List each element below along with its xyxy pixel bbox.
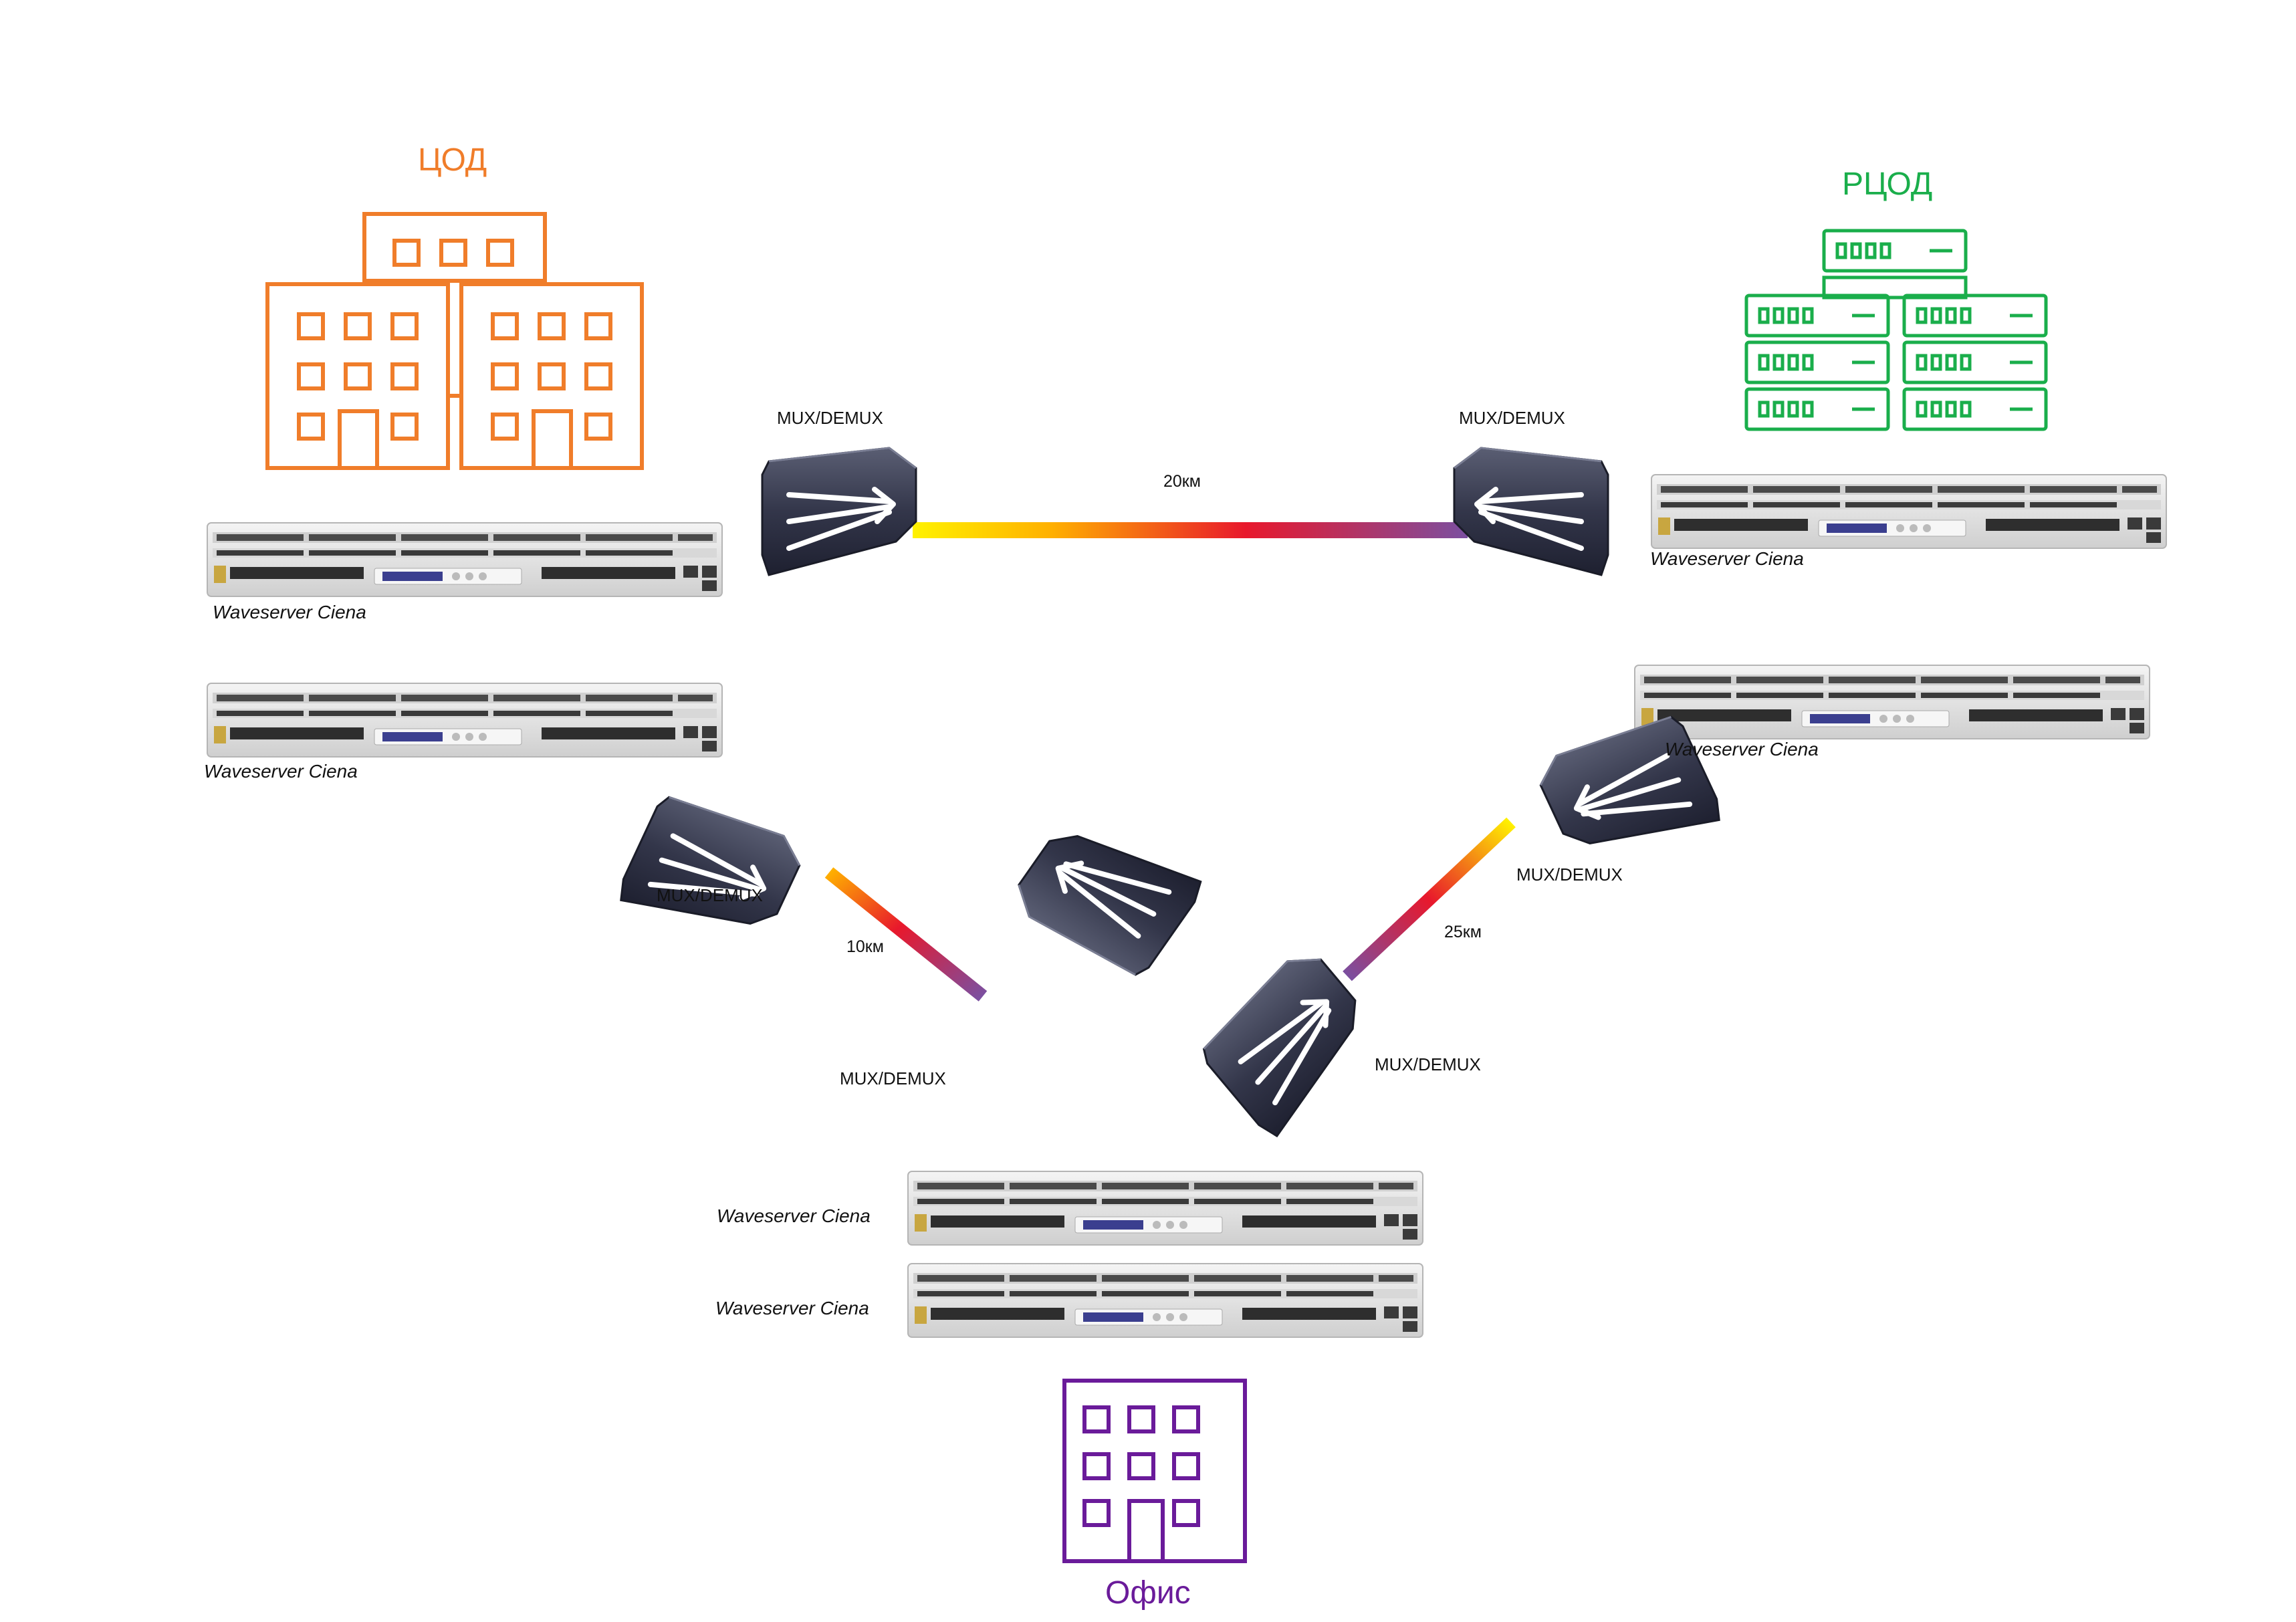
fiber-link-cod-rcod (913, 522, 1468, 538)
waveserver-cod-top (207, 522, 723, 597)
distance-label-cod-rcod: 20км (1163, 472, 1201, 491)
site-title-office: Офис (1105, 1575, 1191, 1611)
device-label-office-top: Waveserver Ciena (717, 1205, 871, 1226)
waveserver-cod-bottom (207, 683, 723, 758)
mux-mid-left (615, 782, 808, 962)
mux-label-mid-right: MUX/DEMUX (1516, 864, 1623, 885)
site-title-rcod: РЦОД (1842, 166, 1933, 202)
mux-bottom-left (1008, 797, 1206, 990)
device-label-rcod-bottom: Waveserver Ciena (1665, 739, 1819, 760)
device-label-office-bottom: Waveserver Ciena (715, 1298, 869, 1318)
device-label-cod-bottom: Waveserver Ciena (204, 761, 358, 782)
mux-label-mid-left: MUX/DEMUX (657, 885, 763, 905)
mux-label-bottom-left: MUX/DEMUX (840, 1068, 946, 1088)
mux-label-top-left: MUX/DEMUX (777, 408, 883, 428)
waveserver-office-top (907, 1171, 1423, 1246)
site-title-cod: ЦОД (418, 142, 487, 178)
waveserver-office-bottom (907, 1263, 1423, 1338)
mux-label-top-right: MUX/DEMUX (1459, 408, 1565, 428)
device-label-cod-top: Waveserver Ciena (213, 602, 366, 622)
mux-top-left (762, 448, 916, 575)
distance-label-cod-office: 10км (846, 937, 884, 956)
mux-label-bottom-right: MUX/DEMUX (1375, 1054, 1481, 1074)
waveserver-rcod-bottom (1634, 665, 2150, 739)
waveserver-rcod-top (1651, 474, 2167, 549)
distance-label-rcod-office: 25км (1444, 923, 1482, 941)
cod-building-icon (265, 212, 644, 470)
fiber-link-rcod-office (1343, 817, 1516, 981)
fiber-link-cod-office (824, 867, 988, 1002)
mux-top-right (1454, 448, 1608, 575)
rcod-servers-icon (1746, 231, 2046, 429)
office-building-icon (1064, 1381, 1245, 1561)
device-label-rcod-top: Waveserver Ciena (1650, 548, 1804, 569)
